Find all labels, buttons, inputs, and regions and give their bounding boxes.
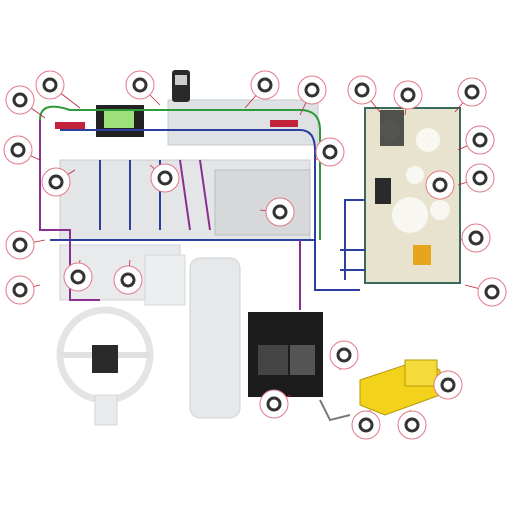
- callout-bubble: [397, 410, 427, 440]
- part-grommet-icon: [472, 170, 488, 186]
- callout-bubble: [393, 80, 423, 110]
- callout-bubble: [329, 340, 359, 370]
- part-grommet-icon: [12, 282, 28, 298]
- callout-bubble: [5, 230, 35, 260]
- steering-wheel: [56, 306, 154, 426]
- part-grommet-icon: [358, 417, 374, 433]
- callout-bubble: [63, 262, 93, 292]
- part-grommet-icon: [70, 269, 86, 285]
- callout-bubble: [477, 277, 507, 307]
- part-grommet-icon: [257, 77, 273, 93]
- part-grommet-icon: [48, 174, 64, 190]
- callout-bubble: [265, 197, 295, 227]
- part-grommet-icon: [120, 272, 136, 288]
- part-grommet-icon: [322, 144, 338, 160]
- part-grommet-icon: [157, 170, 173, 186]
- callout-bubble: [35, 70, 65, 100]
- part-grommet-icon: [400, 87, 416, 103]
- callout-bubble: [347, 75, 377, 105]
- fuse-box: [248, 312, 323, 397]
- part-grommet-icon: [440, 377, 456, 393]
- callout-bubble: [433, 370, 463, 400]
- callout-bubble: [5, 85, 35, 115]
- part-grommet-icon: [12, 92, 28, 108]
- part-grommet-icon: [404, 417, 420, 433]
- part-grommet-icon: [336, 347, 352, 363]
- part-grommet-icon: [10, 142, 26, 158]
- part-grommet-icon: [464, 84, 480, 100]
- callout-bubble: [125, 70, 155, 100]
- part-grommet-icon: [432, 177, 448, 193]
- hydraulic-valve-block: [359, 359, 441, 416]
- callout-bubble: [465, 163, 495, 193]
- callout-bubble: [351, 410, 381, 440]
- callout-bubble: [259, 389, 289, 419]
- part-grommet-icon: [484, 284, 500, 300]
- handheld-sensor: [172, 70, 190, 102]
- callout-bubble: [3, 135, 33, 165]
- callout-bubble: [297, 75, 327, 105]
- callout-bubble: [250, 70, 280, 100]
- part-grommet-icon: [304, 82, 320, 98]
- part-grommet-icon: [472, 132, 488, 148]
- part-grommet-icon: [132, 77, 148, 93]
- callout-bubble: [113, 265, 143, 295]
- callout-bubble: [425, 170, 455, 200]
- callout-bubble: [461, 223, 491, 253]
- part-grommet-icon: [266, 396, 282, 412]
- callout-bubble: [150, 163, 180, 193]
- callout-bubble: [315, 137, 345, 167]
- callout-bubble: [457, 77, 487, 107]
- callout-bubble: [41, 167, 71, 197]
- callouts: [3, 70, 507, 440]
- part-grommet-icon: [468, 230, 484, 246]
- part-grommet-icon: [354, 82, 370, 98]
- callout-bubble: [5, 275, 35, 305]
- part-grommet-icon: [42, 77, 58, 93]
- callout-bubble: [465, 125, 495, 155]
- part-grommet-icon: [272, 204, 288, 220]
- wiring-harness: [39, 105, 365, 422]
- part-grommet-icon: [12, 237, 28, 253]
